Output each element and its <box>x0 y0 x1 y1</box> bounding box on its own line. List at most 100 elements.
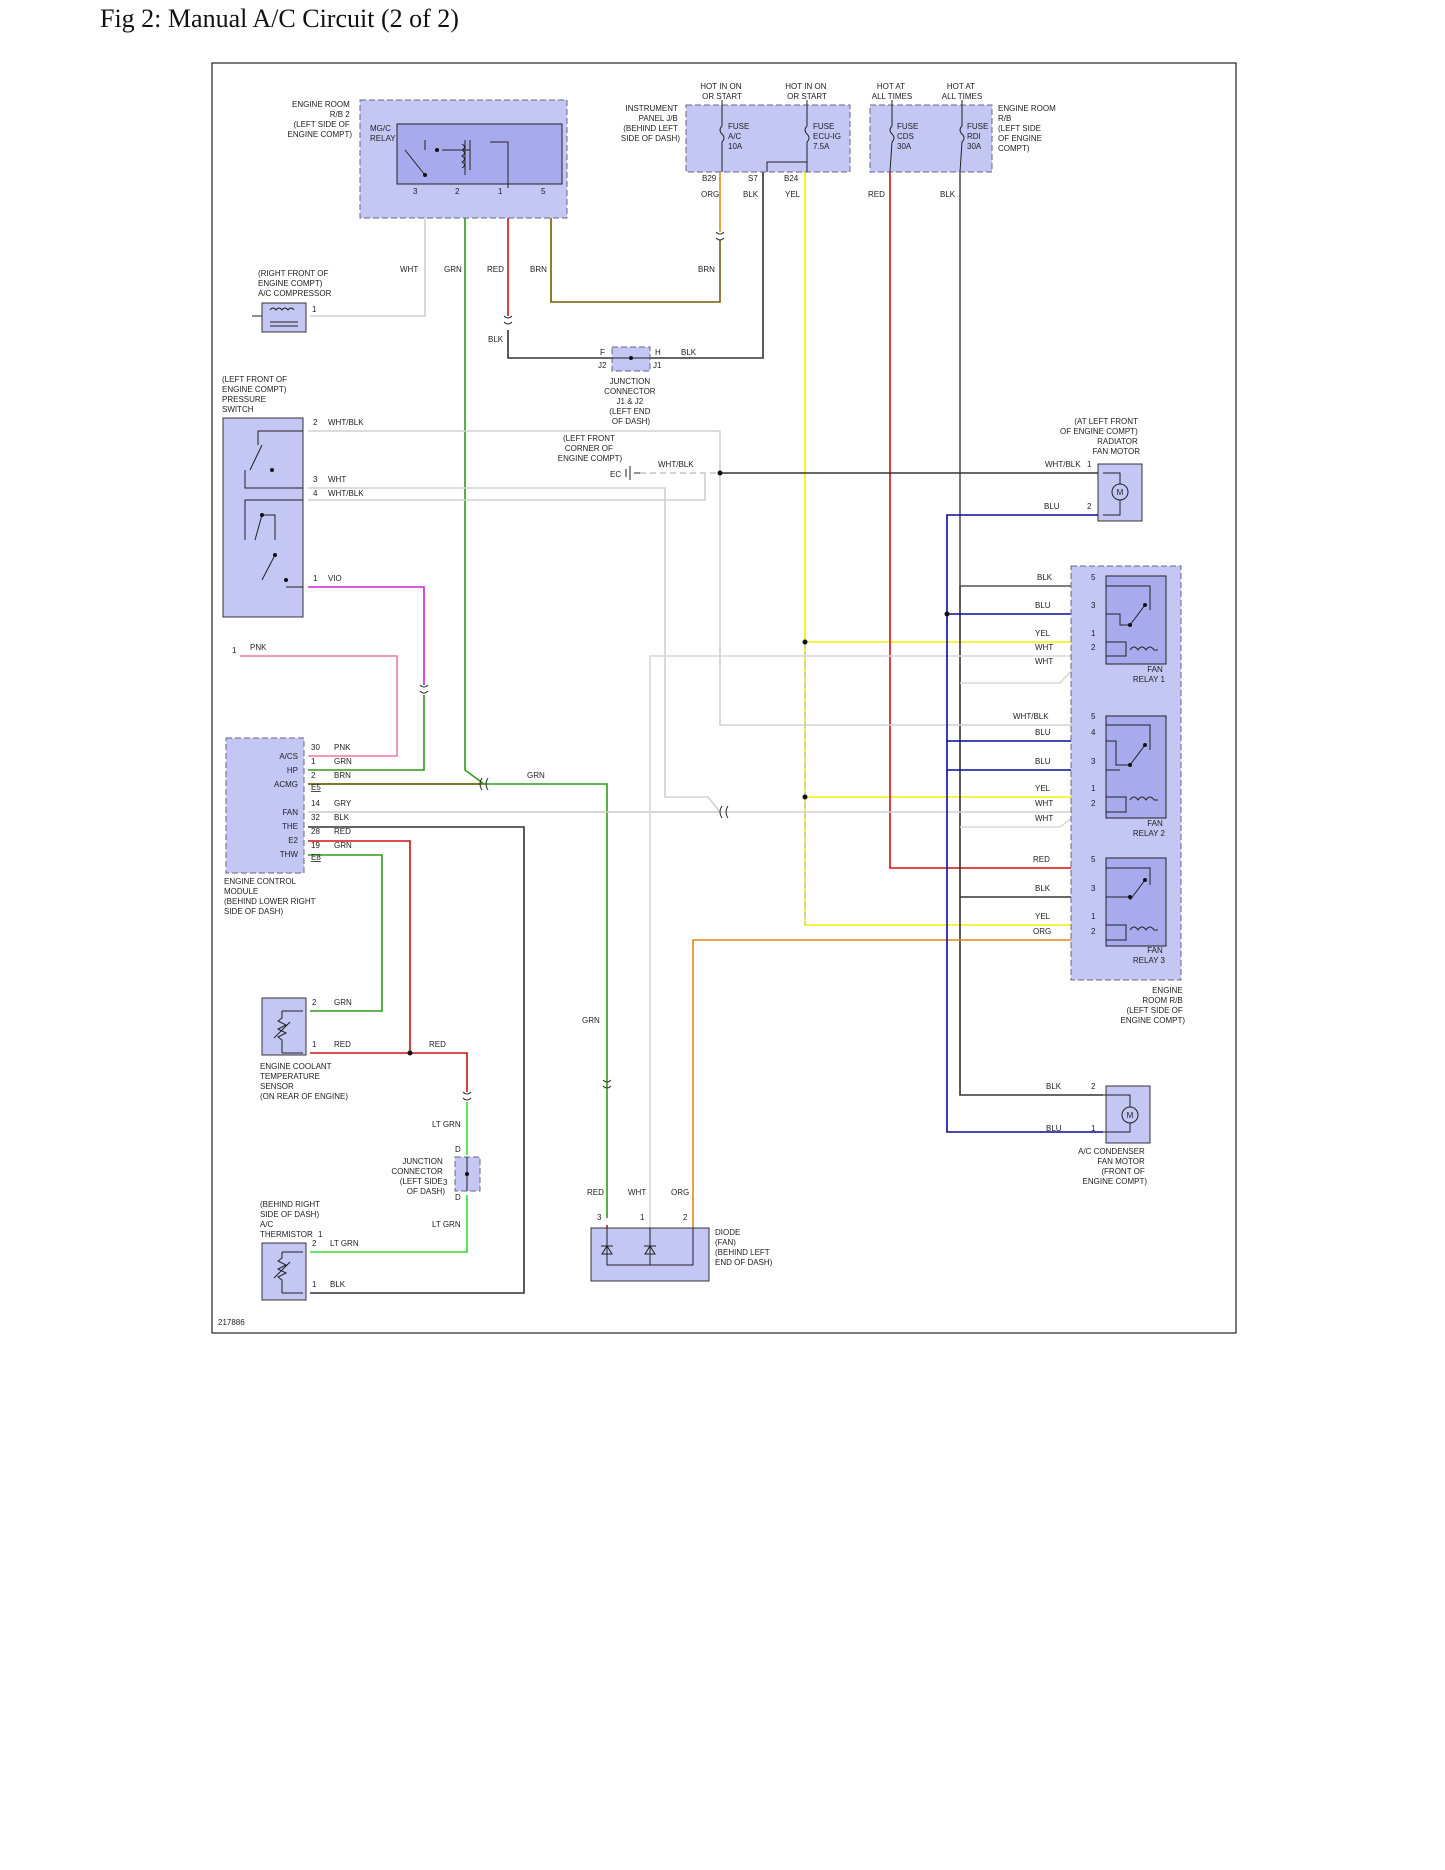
fuse-rdi-label: FUSE RDI 30A <box>967 122 991 151</box>
compressor-pin: 1 <box>312 305 317 314</box>
therm-wire-1: BLK <box>330 1280 346 1289</box>
mgc-pin-1: 1 <box>498 187 503 196</box>
ecm-conn-e5: E5 <box>311 783 321 792</box>
jc-j1j2-label: JUNCTION CONNECTOR J1 & J2 (LEFT END OF … <box>604 377 658 426</box>
ecm-term-acmg: ACMG <box>274 780 298 789</box>
wire-label-grn-mgc: GRN <box>444 265 462 274</box>
ecm-conn-e8: E8 <box>311 853 321 862</box>
fan-relay-2-label: FAN RELAY 2 <box>1133 819 1166 838</box>
ecm-wire-2: BRN <box>334 771 351 780</box>
hot-label-1: HOT IN ON OR START <box>700 82 743 101</box>
jc-d-pin-bot: D <box>455 1193 461 1202</box>
diode-pin-2: 2 <box>683 1213 688 1222</box>
r2-wire-5: WHT/BLK <box>1013 712 1049 721</box>
diode-wire-red: RED <box>587 1188 604 1197</box>
mgc-box-label: ENGINE ROOM R/B 2 (LEFT SIDE OF ENGINE C… <box>288 100 353 139</box>
wire-blk-s7 <box>650 172 764 359</box>
grn-label-mid: GRN <box>527 771 545 780</box>
fan-relay-3-label: FAN RELAY 3 <box>1133 946 1166 965</box>
rad-pin-1: 1 <box>1087 460 1092 469</box>
ecm-pin-2: 2 <box>311 771 316 780</box>
wire-brn-mgc <box>550 188 721 303</box>
ecm-term-fan: FAN <box>282 808 298 817</box>
wire-label-brn-mgc: BRN <box>530 265 547 274</box>
r1-wire-2: WHT <box>1035 643 1053 652</box>
r3-pin-1: 1 <box>1091 912 1096 921</box>
diagram-frame <box>211 62 1237 1334</box>
r2-pin-3: 3 <box>1091 757 1096 766</box>
wire-wht-compressor <box>310 188 426 317</box>
ect-label: ENGINE COOLANT TEMPERATURE SENSOR (ON RE… <box>260 1062 348 1101</box>
wire-label-yel: YEL <box>785 190 801 199</box>
pressure-switch-icon <box>244 430 303 588</box>
ecm-wire-19: GRN <box>334 841 352 850</box>
ps-wire-3: WHT <box>328 475 346 484</box>
mgc-pin-5: 5 <box>541 187 546 196</box>
diode-pin-3: 3 <box>597 1213 602 1222</box>
thermistor-label: (BEHIND RIGHT SIDE OF DASH) A/C THERMIST… <box>260 1200 322 1239</box>
jc-wire-blk: BLK <box>681 348 697 357</box>
ect-red-right: RED <box>429 1040 446 1049</box>
wire-red-e2 <box>308 840 411 1053</box>
figure-id: 217886 <box>218 1318 245 1327</box>
wire-label-blk1: BLK <box>743 190 759 199</box>
er-rb-right-label: ENGINE ROOM R/B (LEFT SIDE OF ENGINE COM… <box>1121 986 1186 1025</box>
ps-wire-2: WHT/BLK <box>328 418 364 427</box>
r2-pin-4: 4 <box>1091 728 1096 737</box>
cond-pin-1: 1 <box>1091 1124 1096 1133</box>
fuse-ac-symbol <box>719 100 725 172</box>
ip-pin-s7: S7 <box>748 174 758 183</box>
ecm-wire-28: RED <box>334 827 351 836</box>
pressure-switch-label: (LEFT FRONT OF ENGINE COMPT) PRESSURE SW… <box>222 375 289 414</box>
radiator-motor-m: M <box>1117 488 1124 497</box>
condenser-motor-m: M <box>1127 1111 1134 1120</box>
wire-grn-thw <box>308 854 383 1012</box>
r1-wire-extra: WHT <box>1035 657 1053 666</box>
r2-pin-1: 1 <box>1091 784 1096 793</box>
page-title: Fig 2: Manual A/C Circuit (2 of 2) <box>100 4 459 33</box>
r2-wire-3: BLU <box>1035 757 1051 766</box>
wire-blk-cond <box>959 586 1103 1096</box>
ecm-pin-30: 30 <box>311 743 320 752</box>
wire-label-red-mgc: RED <box>487 265 504 274</box>
jc-pin-f: F <box>600 348 605 357</box>
pnk-left-wire: PNK <box>250 643 267 652</box>
wire-blk-rdi <box>959 172 1103 587</box>
mgc-relay-label: MG/C RELAY <box>370 124 396 143</box>
splices <box>407 470 950 1056</box>
jc-pin-j2: J2 <box>598 361 607 370</box>
ecm-pin-32: 32 <box>311 813 320 822</box>
ip-jb-box <box>685 104 851 173</box>
jc-pin-h: H <box>655 348 661 357</box>
r1-pin-3: 3 <box>1091 601 1096 610</box>
cond-wire-2: BLK <box>1046 1082 1062 1091</box>
thermistor-icon <box>273 1251 303 1294</box>
diode-icon <box>601 1228 694 1266</box>
wire-blk-the <box>308 826 525 1294</box>
ltgrn-label-2: LT GRN <box>432 1220 461 1229</box>
diode-pin-1: 1 <box>640 1213 645 1222</box>
fan-relay-2 <box>1105 715 1167 819</box>
ecm-body <box>225 737 305 874</box>
therm-pin-extra: 1 <box>318 1230 323 1239</box>
wire-label-red-top: RED <box>868 190 885 199</box>
ec-label: EC <box>610 470 621 479</box>
fuse-cds-label: FUSE CDS 30A <box>897 122 921 151</box>
wire-label-blk-top: BLK <box>940 190 956 199</box>
diode-label: DIODE (FAN) (BEHIND LEFT END OF DASH) <box>715 1228 773 1267</box>
fuse-rdi-symbol <box>959 100 965 173</box>
jc-d-pin-top: D <box>455 1145 461 1154</box>
fuse-ac-label: FUSE A/C 10A <box>728 122 752 151</box>
ecm-term-hp: HP <box>287 766 298 775</box>
r2-pin-2: 2 <box>1091 799 1096 808</box>
wire-grn-mgc <box>464 188 608 1218</box>
ect-wire-2: GRN <box>334 998 352 1007</box>
ect-pin-2: 2 <box>312 998 317 1007</box>
r3-pin-5: 5 <box>1091 855 1096 864</box>
ecm-term-e2: E2 <box>288 836 298 845</box>
ecm-wire-1: GRN <box>334 757 352 766</box>
wire-whtblk-ps2 <box>308 430 1103 726</box>
wire-grn-vio <box>308 695 425 771</box>
grn-label-low: GRN <box>582 1016 600 1025</box>
